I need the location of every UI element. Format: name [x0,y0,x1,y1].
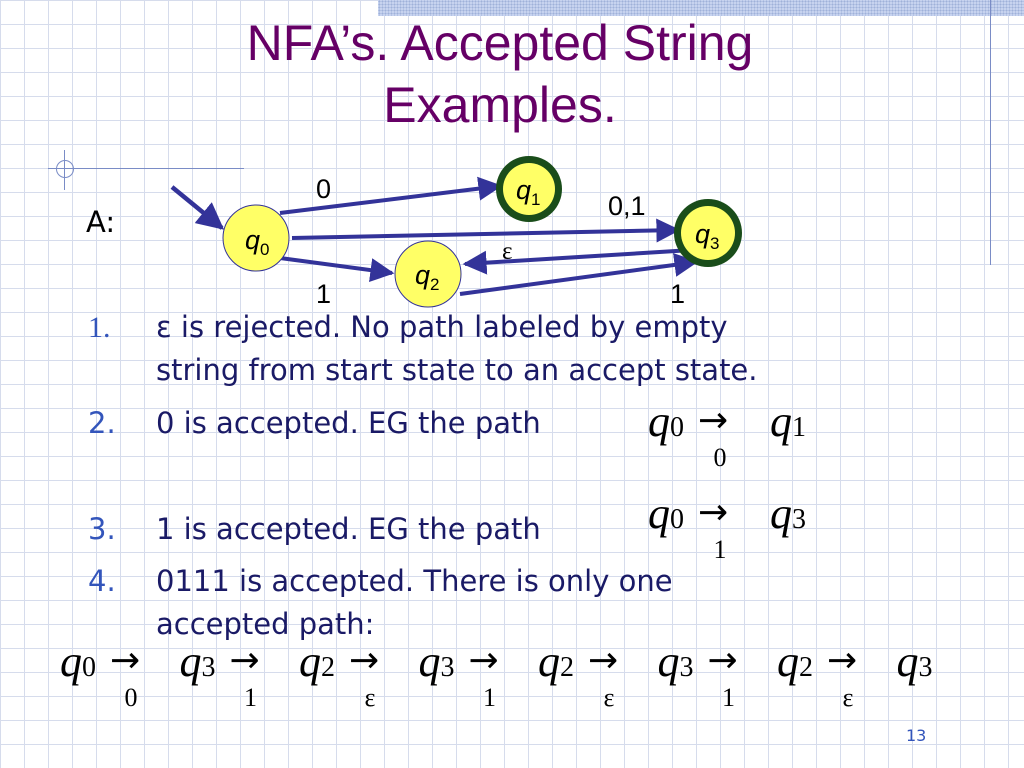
path-state: q1 [770,397,806,446]
svg-text:q1: q1 [516,175,541,209]
state-q1-subscript: 1 [531,190,540,209]
decorative-horizontal-line [48,168,244,169]
path-arrow-label: 1 [722,683,735,712]
path-state: q3 [770,489,806,538]
svg-text:q3: q3 [695,219,720,253]
path-arrow-label: ε [365,683,376,712]
edge-q0-q1 [279,176,503,215]
header-decoration-bar [378,0,1024,16]
edge-label-q3-q2: ε [502,238,513,265]
state-q3-letter: q [695,219,710,249]
path-state: q3 [419,637,455,686]
state-q3: q3 [674,199,742,267]
decorative-ring [56,160,74,178]
nfa-diagram: 0 0,1 1 ε 1 q0 q1 q2 q3 [170,156,742,309]
path-arrow-label: 1 [483,683,496,712]
path-state: q3 [180,637,216,686]
path-state: q0 [648,397,684,446]
item-3-line-1: 1 is accepted. EG the path [156,512,541,546]
edge-label-q0-q3: 0,1 [608,191,646,221]
path-state: q2 [777,637,813,686]
edge-q0-q2 [279,256,395,283]
state-q3-subscript: 3 [710,234,719,253]
state-q0: q0 [222,204,290,272]
item-number-2: 2. [88,406,116,440]
start-arrow [170,185,225,230]
item-1-line-2: string from start state to an accept sta… [156,353,758,387]
path-state: q2 [299,637,335,686]
path-arrow-label: ε [604,683,615,712]
edge-label-q0-q2: 1 [316,279,331,309]
path-state: q3 [897,637,933,686]
edge-q2-q3 [459,253,699,296]
path-arrow: → [230,640,260,681]
path-arrow-label: 0 [125,683,138,712]
item-4-line-2: accepted path: [156,607,375,641]
automaton-label: A: [86,205,116,239]
edge-label-q2-q3: 1 [670,279,685,309]
path-arrow: → [110,640,140,681]
item-1-line-1: ε is rejected. No path labeled by empty [156,310,728,344]
path-arrow: → [698,492,728,533]
decorative-vertical-tick [64,150,65,190]
state-q2-letter: q [415,260,430,290]
item-number-3: 3. [88,512,116,546]
state-q0-subscript: 0 [260,240,269,259]
path-arrow-label: 1 [244,683,257,712]
path-state: q0 [60,637,96,686]
path-arrow: → [469,640,499,681]
item-number-4: 4. [88,564,116,598]
item-number-1: 1. [88,311,111,344]
slide-title: NFA’s. Accepted String Examples. [100,12,900,136]
path-arrow-label: 0 [714,443,727,472]
svg-text:q2: q2 [415,260,440,294]
decorative-vertical-line [990,0,991,265]
item-4-line-1: 0111 is accepted. There is only one [156,564,673,598]
path-arrow: → [349,640,379,681]
path-arrow: → [698,400,728,441]
path-state: q3 [658,637,694,686]
edge-q3-q2 [462,248,693,275]
path-arrow: → [708,640,738,681]
state-q2-subscript: 2 [430,275,439,294]
path-arrow: → [588,640,618,681]
state-q0-letter: q [245,225,260,255]
path-arrow-label: 1 [714,535,727,564]
path-arrow-label: ε [843,683,854,712]
path-state: q2 [538,637,574,686]
state-q1-letter: q [516,175,531,205]
title-line-2: Examples. [383,77,617,133]
edge-q0-q3 [291,218,681,243]
state-q2: q2 [394,240,462,308]
path-state: q0 [648,489,684,538]
item-2-line-1: 0 is accepted. EG the path [156,406,541,440]
page-number: 13 [906,726,927,745]
title-line-1: NFA’s. Accepted String [246,15,754,71]
path-arrow: → [827,640,857,681]
edge-label-q0-q1: 0 [316,174,331,204]
svg-text:q0: q0 [245,225,270,259]
state-q1: q1 [496,156,562,222]
